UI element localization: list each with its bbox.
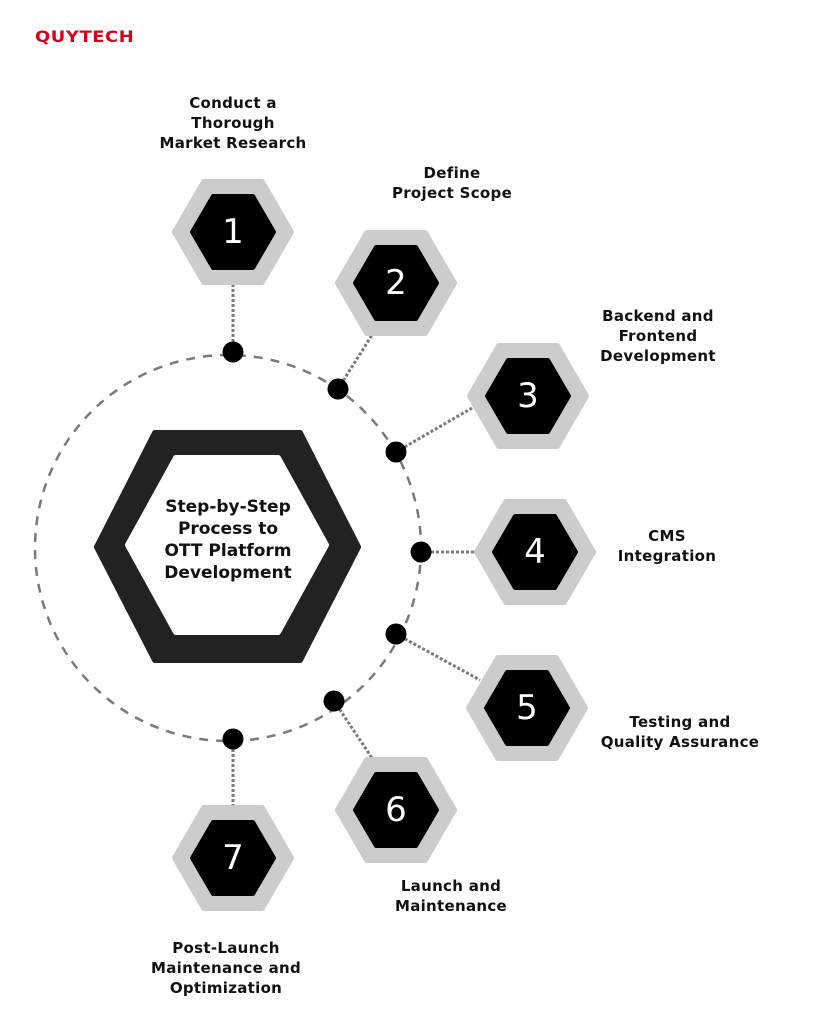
label-line: Development [600,347,716,365]
label-line: Project Scope [391,184,513,202]
label-line: Frontend [618,327,698,345]
label-line: Define [423,164,481,182]
label-line: Maintenance and [150,959,302,977]
label-line: Post-Launch [172,939,280,957]
label-line: Integration [617,547,717,565]
step-hexagons [172,179,596,911]
center-hexagon [94,430,361,663]
step-6-label: Launch and Maintenance [351,876,551,916]
label-line: Conduct a [189,94,277,112]
label-line: Quality Assurance [600,733,760,751]
center-title: Step-by-Step Process to OTT Platform Dev… [128,496,328,584]
step-5-number: 5 [516,688,538,728]
label-line: CMS [648,527,686,545]
center-title-line: OTT Platform [164,541,292,561]
step-5-label: Testing and Quality Assurance [580,712,780,752]
step-4-number: 4 [524,532,546,572]
step-7-number: 7 [222,838,244,878]
step-1-number: 1 [222,212,244,252]
step-2-number: 2 [385,263,407,303]
orbit-dots [222,341,432,750]
connectors [231,283,481,807]
quytech-logo: QUYTECH [35,27,135,46]
step-6-number: 6 [385,790,407,830]
label-line: Launch and [400,877,502,895]
center-title-line: Process to [177,519,279,539]
step-3-label: Backend and Frontend Development [558,306,758,366]
label-line: Optimization [169,979,283,997]
step-7-label: Post-Launch Maintenance and Optimization [126,938,326,998]
label-line: Maintenance [394,897,508,915]
center-title-line: Development [164,563,292,583]
label-line: Thorough [191,114,275,132]
label-line: Testing and [629,713,731,731]
step-3-number: 3 [517,376,539,416]
center-title-line: Step-by-Step [165,497,291,517]
step-1-label: Conduct a Thorough Market Research [133,93,333,153]
label-line: Backend and [602,307,714,325]
step-2-label: Define Project Scope [352,163,552,203]
label-line: Market Research [159,134,307,152]
step-4-label: CMS Integration [567,526,767,566]
